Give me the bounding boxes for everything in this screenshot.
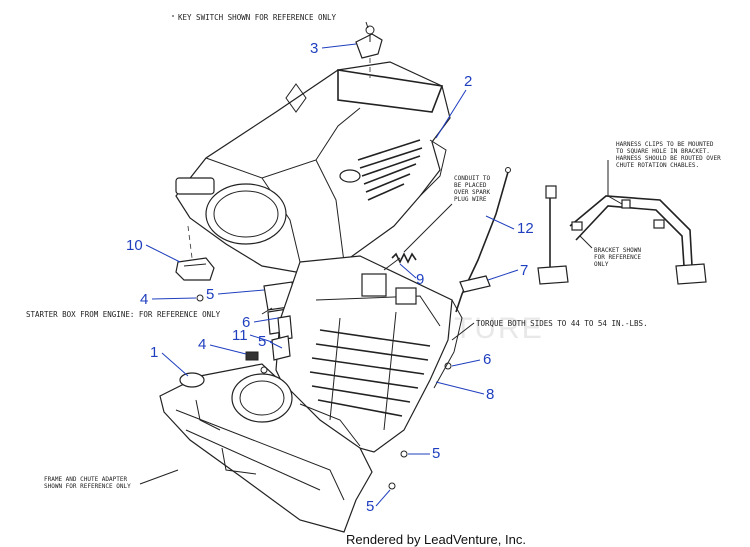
note-harness-line: HARNESS CLIPS TO BE MOUNTED: [616, 141, 714, 148]
callout-10: 10: [126, 237, 143, 254]
note-conduit: CONDUIT TO BE PLACED OVER SPARK PLUG WIR…: [403, 175, 491, 253]
callout-5-middle: 5: [258, 333, 266, 350]
top-cover-drawing: [175, 61, 451, 273]
note-torque: TORQUE BOTH SIDES TO 44 TO 54 IN.-LBS.: [476, 319, 648, 328]
callout-3: 3: [310, 40, 318, 57]
callout-11: 11: [232, 327, 248, 344]
callout-7: 7: [520, 262, 528, 279]
note-frame-line: FRAME AND CHUTE ADAPTER: [44, 476, 127, 483]
note-bracket-line: ONLY: [594, 261, 609, 268]
frame-drawing: [159, 363, 373, 533]
conduit-drawing: [455, 167, 511, 313]
callout-2: 2: [464, 73, 472, 90]
note-harness-line: TO SQUARE HOLE IN BRACKET.: [616, 148, 710, 155]
callout-6-left: 6: [242, 314, 250, 331]
note-starter-box: STARTER BOX FROM ENGINE: FOR REFERENCE O…: [26, 310, 221, 319]
note-conduit-line: OVER SPARK: [454, 189, 491, 196]
callout-5-lower-right: 5: [432, 445, 440, 462]
note-harness-line: HARNESS SHOULD BE ROUTED OVER: [616, 155, 721, 162]
note-conduit-line: CONDUIT TO: [454, 175, 491, 182]
spring-drawing: [383, 252, 417, 271]
note-bracket-line: FOR REFERENCE: [594, 254, 641, 261]
note-conduit-line: BE PLACED: [454, 182, 487, 189]
note-harness-line: CHUTE ROTATION CHABLES.: [616, 162, 699, 169]
note-bracket: BRACKET SHOWN FOR REFERENCE ONLY: [579, 235, 641, 268]
note-bracket-line: BRACKET SHOWN: [594, 247, 641, 254]
callout-5-bottom: 5: [366, 498, 374, 515]
housing-drawing: [275, 255, 463, 453]
callout-4-lower: 4: [198, 336, 206, 353]
note-conduit-line: PLUG WIRE: [454, 196, 487, 203]
callout-9: 9: [416, 271, 424, 288]
bracket-detail-drawing: [537, 160, 707, 285]
callouts: 3 2 10 12 9 7 4 5 6 11 5 1 4 6 8 5 5: [126, 40, 534, 515]
callout-4-upper: 4: [140, 291, 148, 308]
callout-8: 8: [486, 386, 494, 403]
callout-5-upper: 5: [206, 286, 214, 303]
part-10-drawing: [175, 225, 215, 281]
callout-6-right: 6: [483, 351, 491, 368]
callout-12: 12: [517, 220, 534, 237]
part-7-drawing: [459, 275, 491, 293]
footer-credit: Rendered by LeadVenture, Inc.: [346, 532, 526, 547]
callout-1: 1: [150, 344, 158, 361]
key-switch-drawing: [355, 25, 383, 78]
note-frame-line: SHOWN FOR REFERENCE ONLY: [44, 483, 131, 490]
note-frame: FRAME AND CHUTE ADAPTER SHOWN FOR REFERE…: [44, 469, 179, 490]
note-harness: HARNESS CLIPS TO BE MOUNTED TO SQUARE HO…: [616, 141, 721, 169]
note-key-switch: KEY SWITCH SHOWN FOR REFERENCE ONLY: [178, 13, 337, 22]
